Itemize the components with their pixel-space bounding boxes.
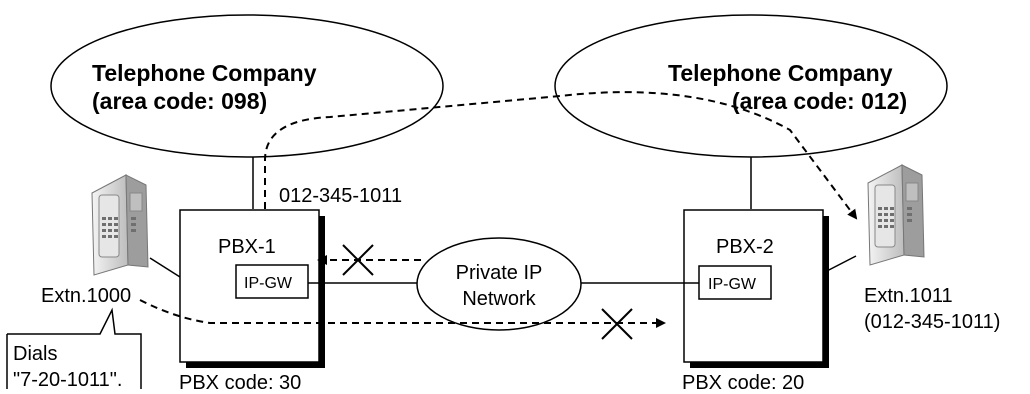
- callout-dials-line2: "7-20-1011".: [13, 369, 122, 389]
- dialed-trunk-number: 012-345-1011: [279, 185, 402, 207]
- right-company-area-code: (area code: 012): [732, 88, 907, 114]
- left-telephone-company-ellipse: [50, 14, 444, 158]
- network-label-line2: Network: [462, 288, 536, 310]
- x-cross-icon: [342, 244, 374, 276]
- left-company-area-code: (area code: 098): [92, 88, 267, 114]
- dials-callout: [6, 307, 142, 389]
- pbx1-code-label: PBX code: 30: [179, 372, 301, 389]
- desk-telephone-icon: [91, 174, 149, 276]
- right-extension-number: (012-345-1011): [864, 311, 1000, 333]
- pbx1-gateway-label: IP-GW: [244, 275, 293, 292]
- pbx2-code-label: PBX code: 20: [682, 372, 804, 389]
- pbx1-name: PBX-1: [218, 236, 276, 258]
- pbx2-gateway-label: IP-GW: [708, 276, 757, 293]
- left-company-name: Telephone Company: [92, 60, 317, 86]
- right-company-name: Telephone Company: [668, 60, 893, 86]
- left-extension-label: Extn.1000: [41, 285, 131, 307]
- left-phone-link: [149, 257, 181, 278]
- right-telephone-company-ellipse: [554, 14, 948, 158]
- pbx2-name: PBX-2: [716, 236, 774, 258]
- pbx2-gateway-box: [698, 265, 772, 300]
- successful-call-route: [264, 91, 858, 220]
- x-cross-icon: [601, 308, 633, 340]
- pbx1-gateway-box: [235, 264, 309, 299]
- right-phone-link: [822, 255, 857, 274]
- blocked-ip-route-to-pbx2: [139, 299, 666, 328]
- private-ip-network-ellipse: [416, 237, 582, 331]
- callout-dials-line1: Dials: [13, 343, 57, 365]
- desk-telephone-icon: [867, 164, 925, 266]
- network-label-line1: Private IP: [456, 262, 543, 284]
- right-extension-label: Extn.1011: [864, 285, 953, 307]
